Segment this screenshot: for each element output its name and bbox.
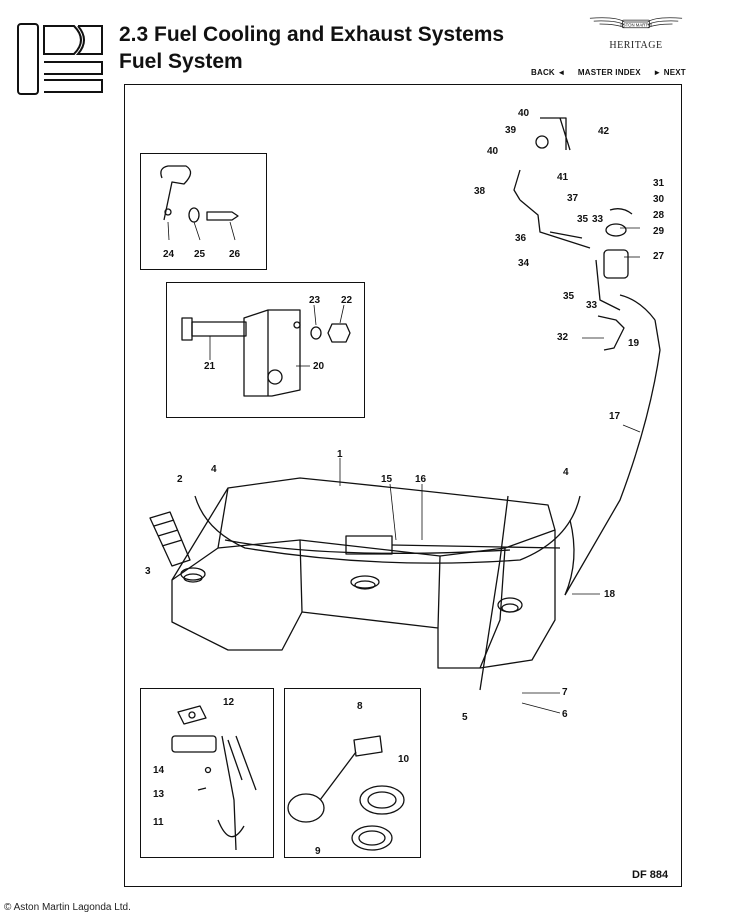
inset-bolt-block (166, 282, 365, 418)
pump-assembly (513, 117, 633, 351)
callout-26: 26 (229, 249, 241, 260)
callout-38: 38 (474, 186, 486, 197)
master-index-link[interactable]: MASTER INDEX (577, 68, 641, 77)
callout-42: 42 (598, 126, 610, 137)
callout-37: 37 (567, 193, 579, 204)
title-section: 2.3 Fuel Cooling and Exhaust Systems (119, 23, 505, 46)
tank-unit-parts (171, 705, 257, 851)
callout-14: 14 (153, 765, 165, 776)
callout-28: 28 (653, 210, 665, 221)
callout-13: 13 (153, 789, 165, 800)
callout-35-bottom: 35 (563, 291, 575, 302)
back-link[interactable]: BACK ◄ (531, 68, 566, 77)
callout-32: 32 (557, 332, 569, 343)
callout-27: 27 (653, 251, 665, 262)
callout-7: 7 (562, 687, 568, 698)
callout-16: 16 (415, 474, 427, 485)
callout-3: 3 (145, 566, 151, 577)
leader-lines (167, 221, 641, 714)
callout-11: 11 (153, 817, 164, 828)
callout-4-right: 4 (563, 467, 569, 478)
callout-10: 10 (398, 754, 410, 765)
callout-30: 30 (653, 194, 665, 205)
callout-39: 39 (505, 125, 517, 136)
callout-40-top: 40 (518, 108, 530, 119)
sender-unit-parts (287, 735, 405, 851)
callout-17: 17 (609, 411, 621, 422)
callout-31: 31 (653, 178, 665, 189)
inset-sender-unit (284, 688, 421, 858)
page-header: 2.3 Fuel Cooling and Exhaust Systems Fue… (0, 0, 737, 95)
brand-heritage: HERITAGE (609, 40, 663, 51)
callout-22: 22 (341, 295, 353, 306)
brand-badge-text: ASTON MARTIN (620, 22, 652, 27)
copyright-notice: © Aston Martin Lagonda Ltd. (4, 902, 131, 913)
title-subject: Fuel System (119, 50, 243, 73)
callout-41: 41 (557, 172, 569, 183)
callout-2: 2 (177, 474, 183, 485)
callout-33-top: 33 (592, 214, 604, 225)
clip-24 (160, 165, 239, 223)
callout-25: 25 (194, 249, 206, 260)
callout-9: 9 (315, 846, 321, 857)
callout-15: 15 (381, 474, 393, 485)
callout-35-top: 35 (577, 214, 589, 225)
callout-21: 21 (204, 361, 216, 372)
dbs-logo (17, 23, 103, 95)
callout-29: 29 (653, 226, 665, 237)
callout-20: 20 (313, 361, 325, 372)
page-nav: BACK ◄ MASTER INDEX ► NEXT (531, 68, 686, 77)
inset-tank-unit (140, 688, 274, 858)
callout-33-bottom: 33 (586, 300, 598, 311)
callout-34: 34 (518, 258, 530, 269)
diagram-code: DF 884 (632, 869, 669, 881)
callout-18: 18 (604, 589, 616, 600)
callout-23: 23 (309, 295, 321, 306)
inset-clip-parts (140, 153, 267, 270)
page-title: 2.3 Fuel Cooling and Exhaust Systems Fue… (119, 21, 504, 75)
callout-8: 8 (357, 701, 363, 712)
callout-6: 6 (562, 709, 568, 720)
callout-4-left: 4 (211, 464, 217, 475)
callout-5: 5 (462, 712, 468, 723)
callout-40-mid: 40 (487, 146, 499, 157)
diagram-frame (124, 84, 682, 887)
callout-36: 36 (515, 233, 527, 244)
bolt-block (181, 309, 351, 397)
aston-martin-wings-icon: ASTON MARTIN (589, 17, 683, 29)
filler-neck (149, 511, 191, 567)
aston-martin-brand: ASTON MARTIN HERITAGE (586, 12, 686, 51)
callout-19: 19 (628, 338, 640, 349)
callout-1: 1 (337, 449, 343, 460)
callout-24: 24 (163, 249, 175, 260)
next-link[interactable]: ► NEXT (653, 68, 686, 77)
callout-12: 12 (223, 697, 235, 708)
fuel-pipes (194, 294, 661, 691)
